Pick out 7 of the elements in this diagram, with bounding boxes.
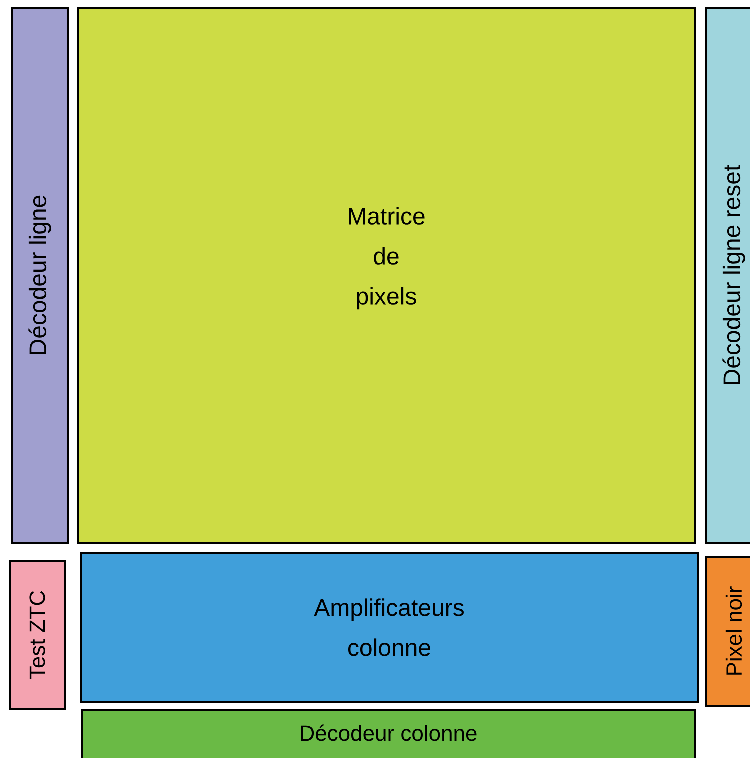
amplifier-block: Amplificateurs colonne [80, 552, 699, 703]
test-block: Test ZTC [9, 560, 66, 710]
decoder-bar: Décodeur ligne [11, 7, 69, 544]
matrix-block: Matrice de pixels [77, 7, 696, 544]
decoder-bar: Décodeur ligne reset [705, 7, 750, 544]
pixel-block: Pixel noir [705, 556, 750, 707]
decoder-bar: Décodeur colonne [81, 709, 696, 758]
